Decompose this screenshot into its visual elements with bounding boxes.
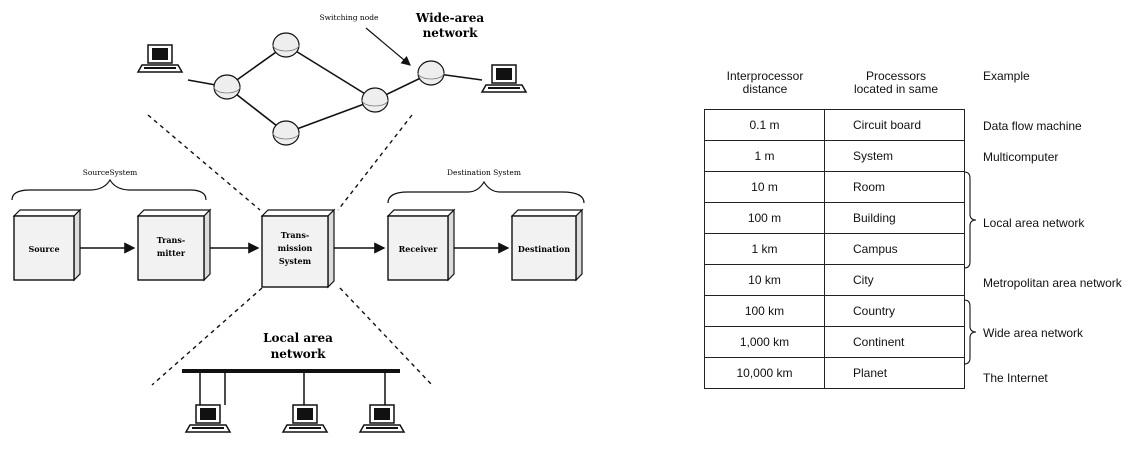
location-cell: Country [824, 295, 965, 327]
switching-node [213, 74, 241, 100]
location-cell: Campus [824, 233, 965, 265]
distance-cell: 0.1 m [704, 109, 825, 141]
example-multicomputer: Multicomputer [983, 150, 1059, 164]
example-internet: The Internet [983, 371, 1048, 385]
location-cell: Circuit board [824, 109, 965, 141]
network-diagram: Switching node Wide-area network SourceS… [11, 11, 585, 433]
switching-node [417, 60, 445, 86]
example-data-flow: Data flow machine [983, 119, 1082, 133]
computer-icon [137, 44, 183, 73]
svg-text:Destination: Destination [518, 244, 570, 254]
zoom-lines [147, 114, 433, 386]
location-cell: Planet [824, 357, 965, 389]
lan-label: Local area [263, 331, 333, 345]
switching-node [272, 120, 300, 146]
lan-bus [182, 369, 400, 405]
distance-cell: 10 m [704, 171, 825, 203]
svg-text:mission: mission [278, 243, 313, 253]
location-cell: Continent [824, 326, 965, 358]
svg-text:Trans-: Trans- [157, 235, 185, 245]
computer-icon [282, 404, 328, 433]
example-lan: Local area network [983, 216, 1085, 230]
svg-text:Source: Source [28, 244, 59, 254]
switching-node-label: Switching node [319, 13, 379, 22]
distance-cell: 1 m [704, 140, 825, 172]
switching-node [272, 32, 300, 58]
switching-node [361, 87, 389, 113]
distance-cell: 1,000 km [704, 326, 825, 358]
example-man: Metropolitan area network [983, 276, 1122, 290]
distance-cell: 1 km [704, 233, 825, 265]
header-example: Example [983, 69, 1030, 83]
computer-icon [185, 404, 231, 433]
destination-system-brace [387, 180, 585, 204]
location-cell: City [824, 264, 965, 296]
header-location: Processors located in same [853, 69, 939, 96]
distance-cell: 100 m [704, 202, 825, 234]
source-block: Source [12, 208, 82, 282]
transmitter-block: Trans- mitter [136, 208, 212, 282]
location-cell: Building [824, 202, 965, 234]
destination-block: Destination [510, 208, 584, 282]
location-cell: Room [824, 171, 965, 203]
distance-cell: 10,000 km [704, 357, 825, 389]
wan-label-line2: network [423, 26, 479, 40]
distance-cell: 10 km [704, 264, 825, 296]
wan-brace [963, 299, 977, 365]
source-system-brace [11, 178, 207, 201]
svg-text:Trans-: Trans- [281, 230, 309, 240]
destination-system-label: Destination System [447, 168, 521, 177]
distance-cell: 100 km [704, 295, 825, 327]
lan-brace [963, 171, 977, 269]
receiver-block: Receiver [386, 208, 456, 282]
svg-text:System: System [279, 256, 312, 266]
example-wan: Wide area network [983, 326, 1084, 340]
computer-icon [359, 404, 405, 433]
wan-label: Wide-area [415, 11, 485, 25]
svg-text:mitter: mitter [157, 248, 186, 258]
lan-label-line2: network [271, 347, 327, 361]
location-cell: System [824, 140, 965, 172]
source-system-label: SourceSystem [83, 168, 138, 177]
computer-icon [481, 64, 527, 93]
transmission-system-block: Trans- mission System [260, 208, 336, 289]
header-distance: Interprocessor distance [726, 69, 804, 96]
svg-text:Receiver: Receiver [399, 244, 438, 254]
